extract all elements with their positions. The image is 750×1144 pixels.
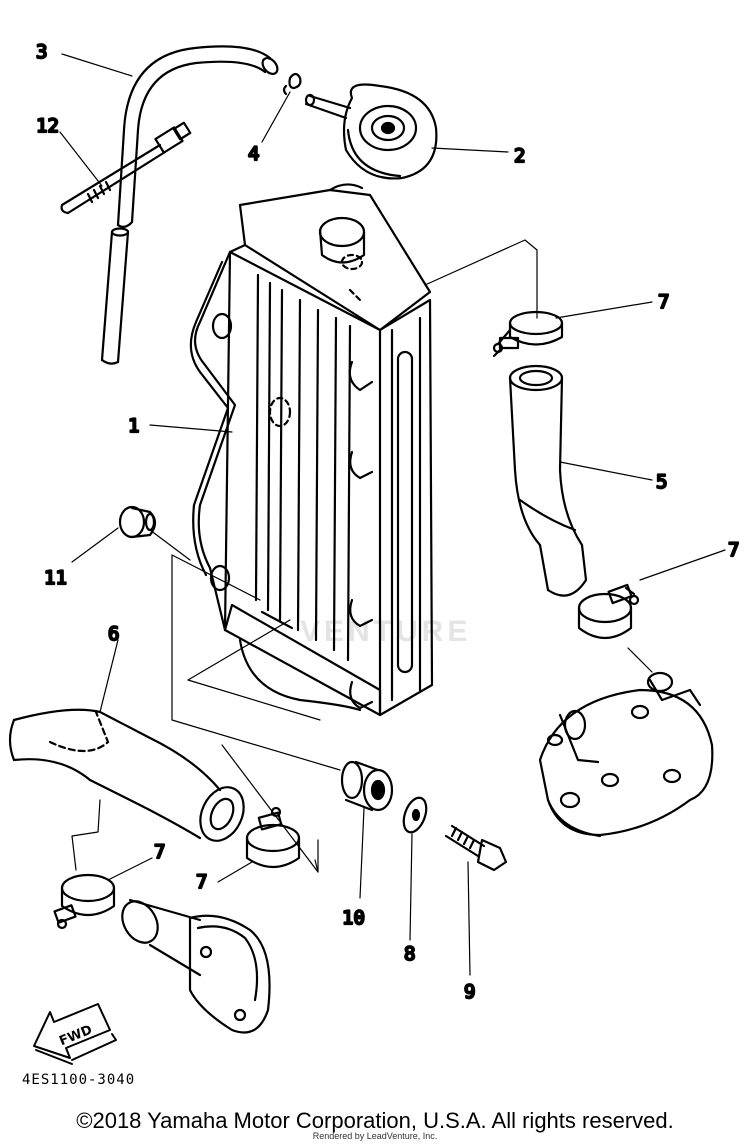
upper-hose[interactable] bbox=[508, 364, 588, 597]
collar[interactable] bbox=[118, 505, 157, 539]
rubber-damper[interactable] bbox=[340, 760, 394, 812]
watermark-text: VENTURE bbox=[300, 615, 472, 648]
callout-9: 9 bbox=[464, 981, 475, 1003]
cylinder-head[interactable] bbox=[538, 671, 714, 838]
hose-clamp-lower-right[interactable] bbox=[577, 583, 640, 640]
callout-7-right: 7 bbox=[728, 539, 739, 561]
callout-8: 8 bbox=[404, 943, 415, 965]
water-pump-housing[interactable] bbox=[115, 895, 271, 1034]
hose-clip[interactable] bbox=[282, 72, 302, 96]
callout-11: 11 bbox=[44, 567, 67, 589]
callout-7-left: 7 bbox=[154, 841, 165, 863]
callout-3: 3 bbox=[36, 41, 47, 63]
diagram-code: 4ES1100-3040 bbox=[22, 1072, 136, 1088]
hose-clamp-lower-left[interactable] bbox=[53, 873, 116, 930]
callout-4: 4 bbox=[248, 143, 259, 165]
assembly-guides bbox=[71, 239, 653, 873]
fwd-label: FWD bbox=[57, 1023, 94, 1050]
lower-hose[interactable] bbox=[8, 708, 252, 848]
callout-5: 5 bbox=[656, 471, 667, 493]
radiator-cap[interactable] bbox=[304, 83, 438, 180]
callout-2: 2 bbox=[514, 145, 525, 167]
callout-10: 10 bbox=[342, 907, 365, 929]
bolt[interactable] bbox=[444, 824, 508, 872]
callout-6: 6 bbox=[108, 623, 119, 645]
callout-1: 1 bbox=[128, 415, 139, 437]
leader-lines bbox=[59, 53, 726, 976]
washer[interactable] bbox=[399, 795, 430, 836]
hose-clamp-upper[interactable] bbox=[492, 310, 564, 358]
renderer-credit: Rendered by LeadVenture, Inc. bbox=[312, 1131, 438, 1141]
forward-arrow-icon: FWD bbox=[33, 1003, 117, 1065]
cable-tie[interactable] bbox=[60, 121, 192, 215]
breather-hose[interactable] bbox=[100, 45, 280, 365]
radiator[interactable] bbox=[189, 183, 434, 717]
callout-7-upper: 7 bbox=[658, 291, 669, 313]
copyright-text: ©2018 Yamaha Motor Corporation, U.S.A. A… bbox=[76, 1108, 674, 1133]
callout-12: 12 bbox=[36, 115, 59, 137]
callout-7-middle: 7 bbox=[196, 871, 207, 893]
